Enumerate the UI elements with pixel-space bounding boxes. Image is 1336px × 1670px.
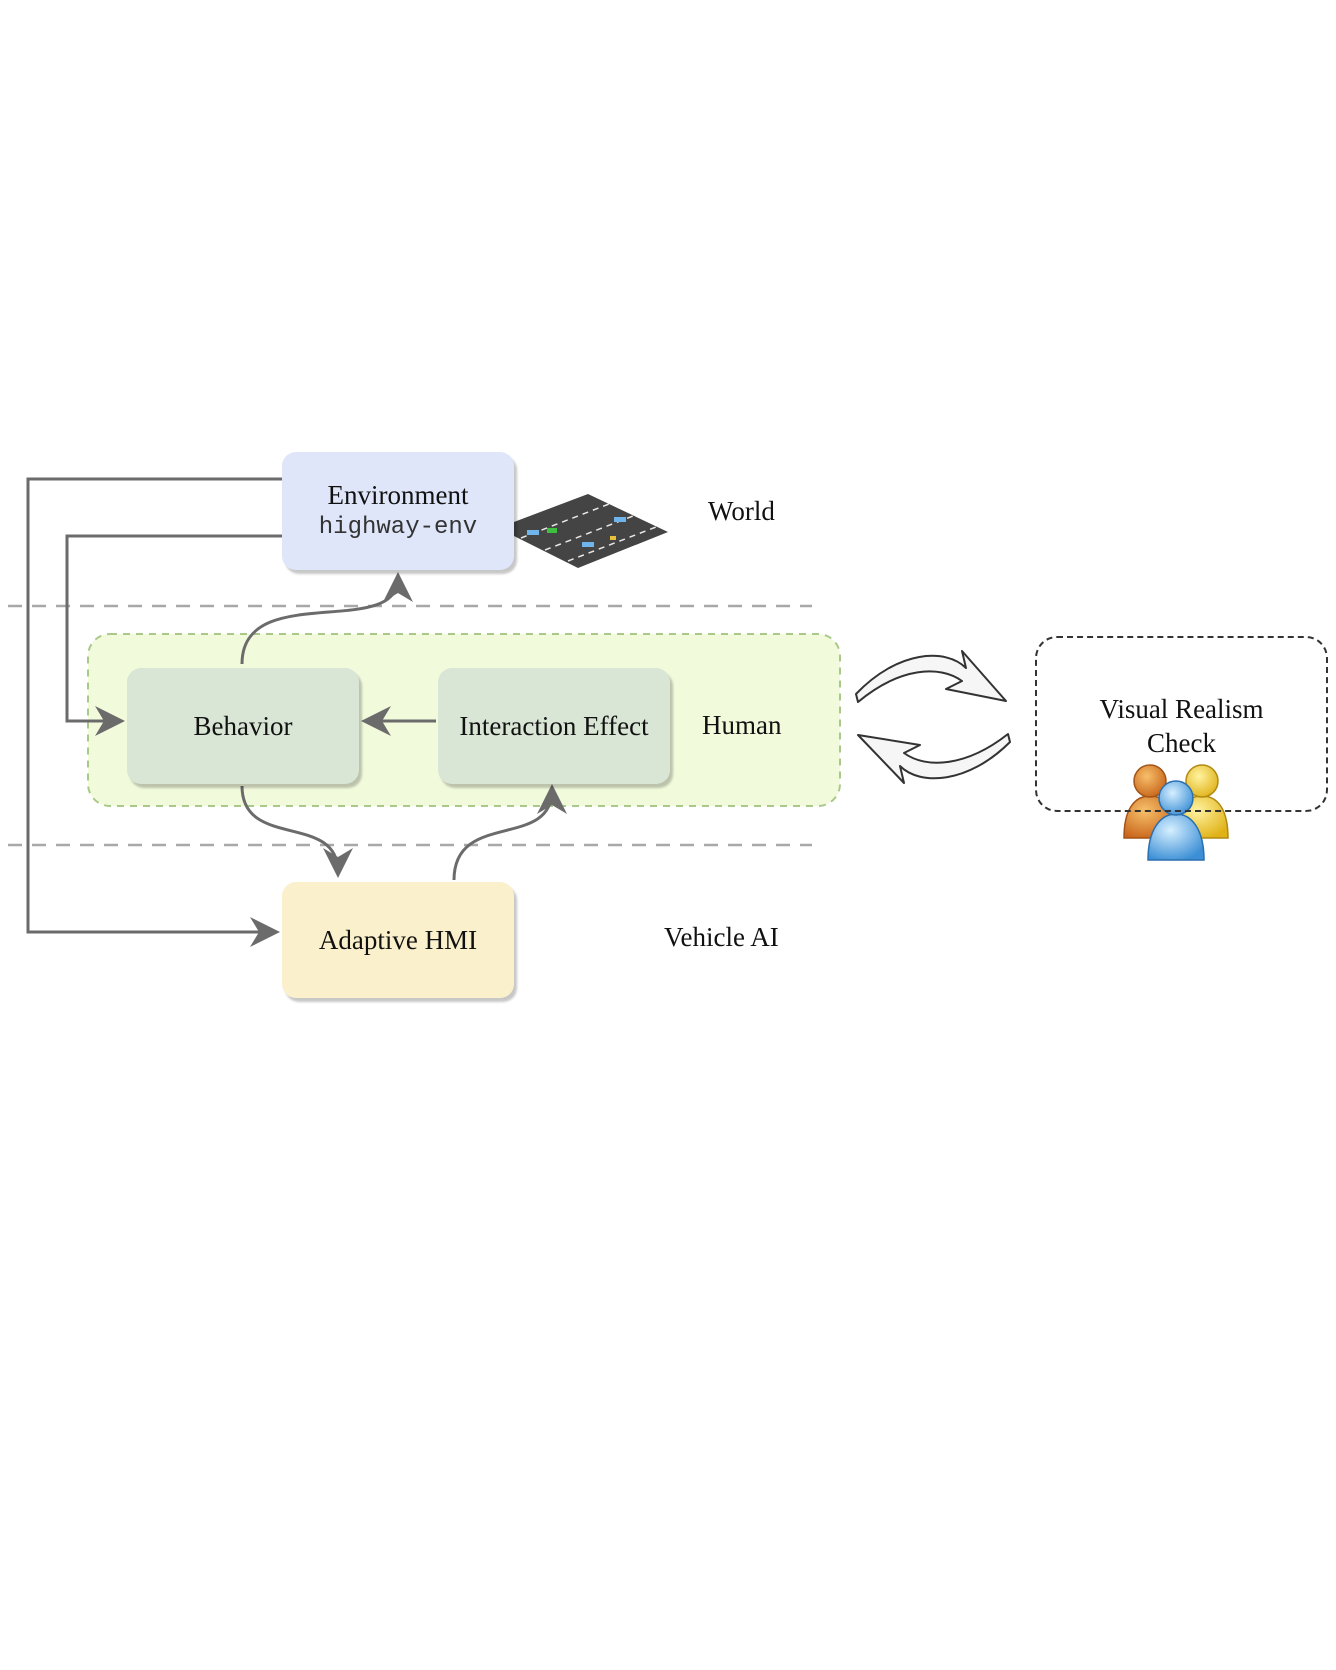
visual-realism-line-2: Check — [1147, 728, 1216, 758]
layer-label-vehicle-ai: Vehicle AI — [664, 922, 779, 952]
visual-realism-line-1: Visual Realism — [1099, 694, 1264, 724]
visual-realism-box — [1035, 636, 1328, 812]
layer-label-world: World — [708, 496, 775, 526]
behavior-title: Behavior — [193, 711, 293, 741]
layer-label-human: Human — [702, 710, 782, 740]
interaction-effect-node: Interaction Effect — [438, 668, 670, 784]
arrow-environment-to-behavior — [65, 534, 282, 736]
arrow-behavior-to-hmi — [240, 785, 353, 878]
environment-node: Environment highway-env — [282, 452, 514, 570]
highway-thumbnail-icon — [498, 494, 668, 568]
arrow-hmi-to-interaction — [452, 784, 567, 881]
arrow-behavior-to-environment — [240, 572, 413, 665]
behavior-node: Behavior — [127, 668, 359, 784]
environment-subtitle: highway-env — [318, 514, 478, 541]
visual-realism-label: Visual Realism Check — [1035, 692, 1328, 760]
cycle-arrows-icon — [855, 650, 1011, 784]
users-group-icon — [1123, 764, 1229, 861]
adaptive-hmi-title: Adaptive HMI — [318, 925, 478, 955]
adaptive-hmi-node: Adaptive HMI — [282, 882, 514, 998]
interaction-effect-title: Interaction Effect — [459, 711, 649, 741]
environment-title: Environment — [327, 480, 469, 510]
arrow-environment-to-hmi — [26, 477, 282, 947]
